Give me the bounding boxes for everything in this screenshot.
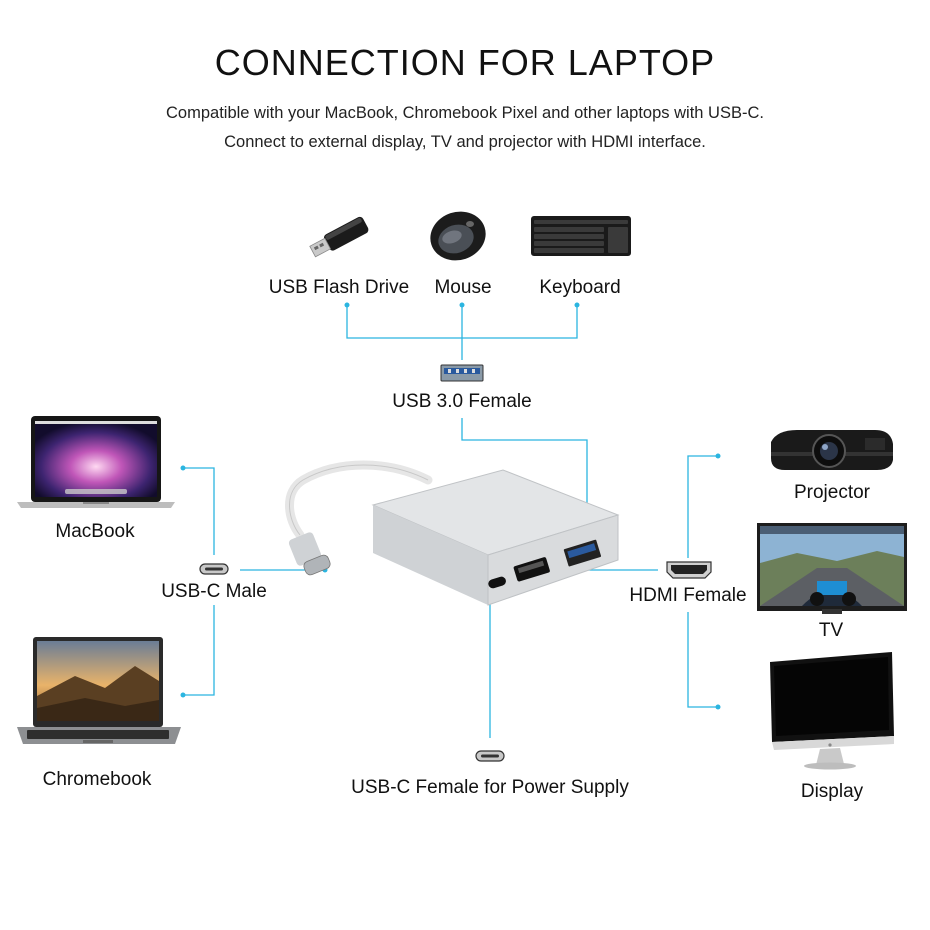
usb-flash-drive-label: USB Flash Drive bbox=[268, 277, 410, 298]
usb-port-icon bbox=[440, 364, 484, 382]
usbc-power-port-icon bbox=[475, 750, 505, 762]
page-title: CONNECTION FOR LAPTOP bbox=[214, 42, 716, 83]
tv-icon bbox=[757, 523, 907, 614]
macbook-label: MacBook bbox=[55, 521, 135, 542]
display-label: Display bbox=[800, 781, 864, 802]
chromebook-icon bbox=[17, 637, 181, 744]
usbc-power-label: USB-C Female for Power Supply bbox=[351, 777, 629, 798]
keyboard-icon bbox=[531, 216, 631, 256]
macbook-icon bbox=[17, 416, 175, 508]
chromebook-label: Chromebook bbox=[42, 769, 152, 790]
usb-flash-drive-icon bbox=[309, 216, 369, 258]
display-monitor-icon bbox=[770, 652, 894, 770]
hdmi-port-icon bbox=[666, 561, 712, 579]
usbc-male-label: USB-C Male bbox=[161, 581, 267, 602]
keyboard-label: Keyboard bbox=[539, 277, 621, 298]
hdmi-female-label: HDMI Female bbox=[629, 585, 747, 606]
mouse-icon bbox=[430, 211, 486, 261]
projector-label: Projector bbox=[793, 482, 871, 503]
projector-icon bbox=[771, 430, 893, 470]
subtitle-line-2: Connect to external display, TV and proj… bbox=[224, 133, 706, 151]
subtitle-line-1: Compatible with your MacBook, Chromebook… bbox=[166, 104, 764, 122]
usbc-hub-adapter bbox=[285, 460, 620, 606]
usbc-port-icon bbox=[199, 563, 229, 575]
tv-label: TV bbox=[818, 620, 844, 641]
usb3-female-label: USB 3.0 Female bbox=[392, 391, 532, 412]
mouse-label: Mouse bbox=[434, 277, 492, 298]
